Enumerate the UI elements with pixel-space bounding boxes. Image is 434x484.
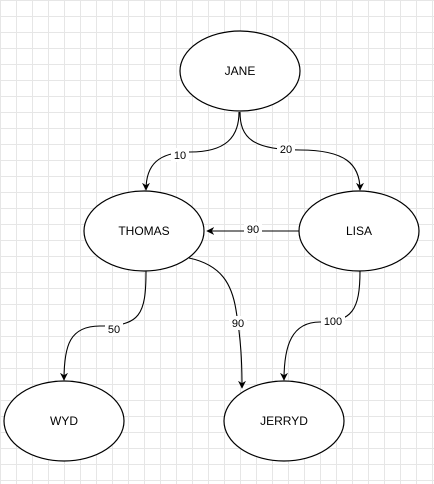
edge-label: 90 bbox=[232, 318, 244, 330]
edge-label: 50 bbox=[108, 324, 120, 336]
edge-label: 90 bbox=[247, 224, 259, 236]
node-label: LISA bbox=[346, 224, 372, 238]
edge-jane-lisa[interactable]: 20 bbox=[239, 111, 364, 191]
edge-lisa-jerryd[interactable]: 100 bbox=[280, 270, 361, 381]
node-wyd[interactable]: WYD bbox=[3, 380, 125, 462]
nodes: JANE THOMAS LISA WYD JERRYD bbox=[3, 30, 420, 462]
edge-label: 100 bbox=[324, 316, 342, 328]
edge-label: 20 bbox=[280, 144, 292, 156]
edge-thomas-wyd[interactable]: 50 bbox=[60, 270, 147, 381]
node-lisa[interactable]: LISA bbox=[298, 190, 420, 272]
node-jerryd[interactable]: JERRYD bbox=[223, 380, 345, 462]
node-label: THOMAS bbox=[118, 224, 169, 238]
node-label: JERRYD bbox=[260, 414, 308, 428]
edge-label: 10 bbox=[174, 150, 186, 162]
node-label: JANE bbox=[225, 64, 256, 78]
edge-lisa-thomas[interactable]: 90 bbox=[206, 222, 300, 236]
node-label: WYD bbox=[50, 414, 78, 428]
edges: 10 20 90 50 90 bbox=[60, 111, 364, 389]
edge-jane-thomas[interactable]: 10 bbox=[142, 111, 240, 191]
node-jane[interactable]: JANE bbox=[179, 30, 301, 112]
node-thomas[interactable]: THOMAS bbox=[83, 190, 205, 272]
edge-thomas-jerryd[interactable]: 90 bbox=[188, 257, 247, 389]
